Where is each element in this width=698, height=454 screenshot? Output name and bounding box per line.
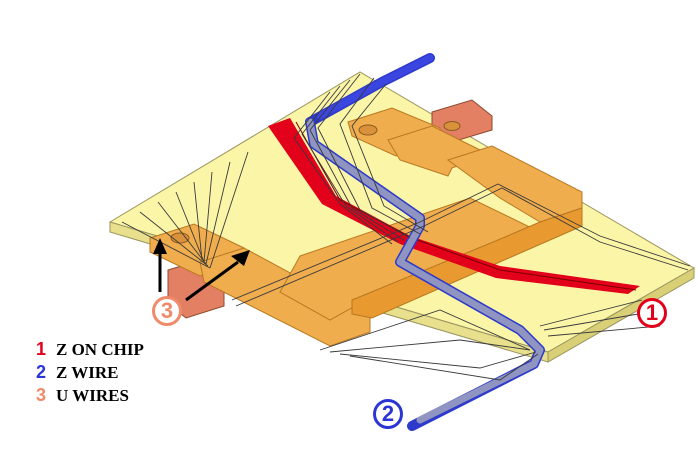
- legend-item-u-wires: 3 U WIRES: [36, 384, 144, 407]
- legend-label: U WIRES: [56, 386, 129, 405]
- bonding-wires: [121, 73, 691, 381]
- badge-z-wire: 2: [373, 399, 403, 429]
- legend: 1 Z ON CHIP 2 Z WIRE 3 U WIRES: [36, 338, 144, 407]
- badge-u-wires: 3: [152, 296, 182, 326]
- legend-number: 2: [36, 362, 47, 382]
- z-wire: [305, 53, 545, 431]
- u-wire-arrows: [153, 238, 250, 302]
- legend-item-z-on-chip: 1 Z ON CHIP: [36, 338, 144, 361]
- badge-z-on-chip: 1: [637, 298, 667, 328]
- legend-number: 1: [36, 339, 47, 359]
- legend-label: Z WIRE: [56, 363, 119, 382]
- mounting-holes: [170, 121, 461, 244]
- legend-label: Z ON CHIP: [56, 340, 144, 359]
- legend-number: 3: [36, 385, 47, 405]
- legend-item-z-wire: 2 Z WIRE: [36, 361, 144, 384]
